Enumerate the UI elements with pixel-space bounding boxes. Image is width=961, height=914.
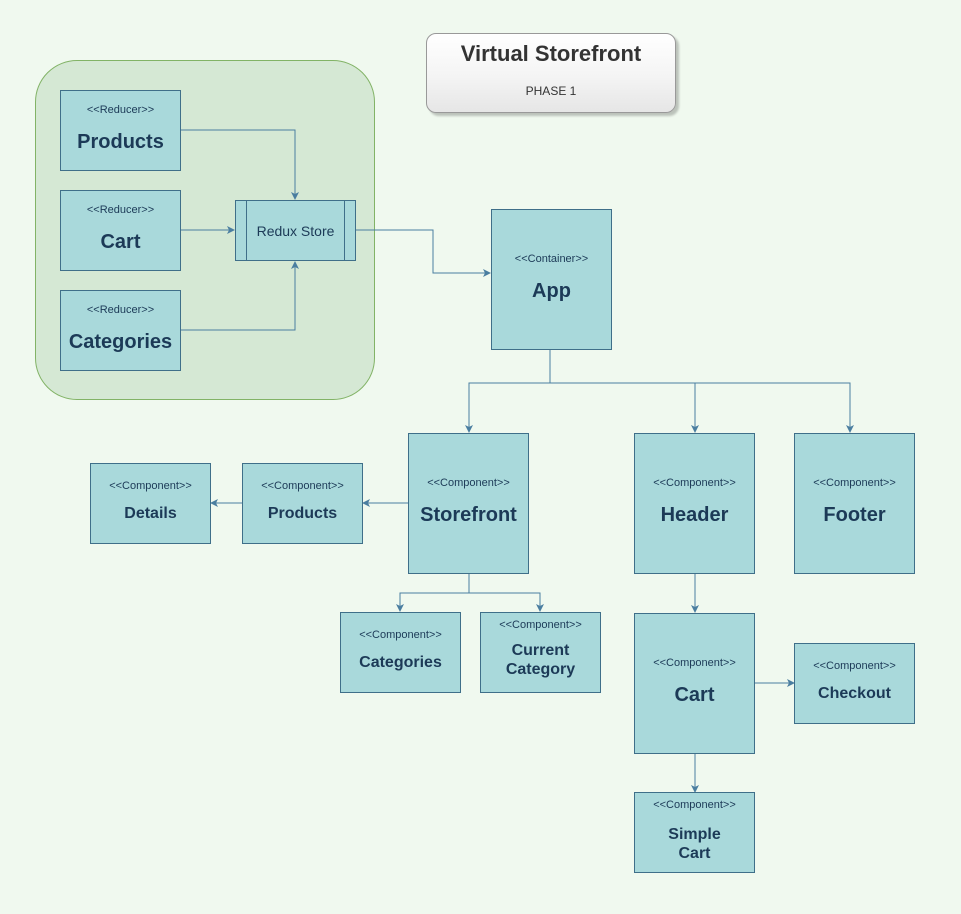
edge-app-to-header — [550, 382, 699, 433]
component-header: <<Component>> Header — [634, 433, 755, 574]
component-categories-label: Categories — [359, 654, 442, 671]
stereotype-label: <<Container>> — [514, 253, 589, 265]
redux-store-label: Redux Store — [256, 222, 335, 239]
stereotype-label: <<Component>> — [653, 657, 736, 669]
component-products-label: Products — [267, 505, 338, 522]
component-storefront-label: Storefront — [420, 504, 517, 526]
edge-store-to-app — [356, 229, 491, 277]
stereotype-label: <<Reducer>> — [86, 304, 155, 316]
component-cart: <<Component>> Cart — [634, 613, 755, 754]
component-details-label: Details — [124, 505, 177, 522]
redux-store: Redux Store — [235, 200, 356, 261]
component-current-category: <<Component>> Current Category — [480, 612, 601, 693]
edge-storefront-to-categories — [396, 574, 470, 612]
edge-app-to-storefront — [465, 350, 551, 433]
component-products: <<Component>> Products — [242, 463, 363, 544]
reducer-categories: <<Reducer>> Categories — [60, 290, 181, 371]
component-footer: <<Component>> Footer — [794, 433, 915, 574]
stereotype-label: <<Component>> — [653, 477, 736, 489]
stereotype-label: <<Component>> — [499, 619, 582, 631]
container-app-label: App — [532, 280, 571, 302]
reducer-cart: <<Reducer>> Cart — [60, 190, 181, 271]
reducer-products-label: Products — [77, 131, 164, 153]
component-simple-cart-label: Simple Cart — [668, 826, 721, 863]
reducer-cart-label: Cart — [100, 231, 141, 253]
edge-app-to-footer — [695, 382, 854, 433]
component-checkout-label: Checkout — [818, 685, 891, 702]
component-categories: <<Component>> Categories — [340, 612, 461, 693]
diagram-title: Virtual Storefront — [460, 41, 642, 66]
stereotype-label: <<Component>> — [261, 480, 344, 492]
title-box: Virtual Storefront PHASE 1 — [426, 33, 676, 113]
component-header-label: Header — [660, 504, 729, 526]
component-cart-label: Cart — [674, 684, 715, 706]
stereotype-label: <<Component>> — [653, 799, 736, 811]
stereotype-label: <<Reducer>> — [86, 104, 155, 116]
reducer-categories-label: Categories — [68, 331, 173, 353]
edge-categories-reducer-to-store — [180, 261, 299, 331]
edge-storefront-to-current-category — [469, 592, 544, 612]
stereotype-label: <<Component>> — [813, 660, 896, 672]
stereotype-label: <<Component>> — [109, 480, 192, 492]
container-app: <<Container>> App — [491, 209, 612, 350]
edge-products-reducer-to-store — [180, 129, 299, 200]
diagram-phase: PHASE 1 — [525, 84, 577, 98]
stereotype-label: <<Component>> — [359, 629, 442, 641]
component-checkout: <<Component>> Checkout — [794, 643, 915, 724]
stereotype-label: <<Component>> — [427, 477, 510, 489]
component-footer-label: Footer — [823, 504, 886, 526]
component-simple-cart: <<Component>> Simple Cart — [634, 792, 755, 873]
component-details: <<Component>> Details — [90, 463, 211, 544]
reducer-products: <<Reducer>> Products — [60, 90, 181, 171]
stereotype-label: <<Reducer>> — [86, 204, 155, 216]
component-storefront: <<Component>> Storefront — [408, 433, 529, 574]
stereotype-label: <<Component>> — [813, 477, 896, 489]
component-current-category-label: Current Category — [505, 642, 576, 679]
